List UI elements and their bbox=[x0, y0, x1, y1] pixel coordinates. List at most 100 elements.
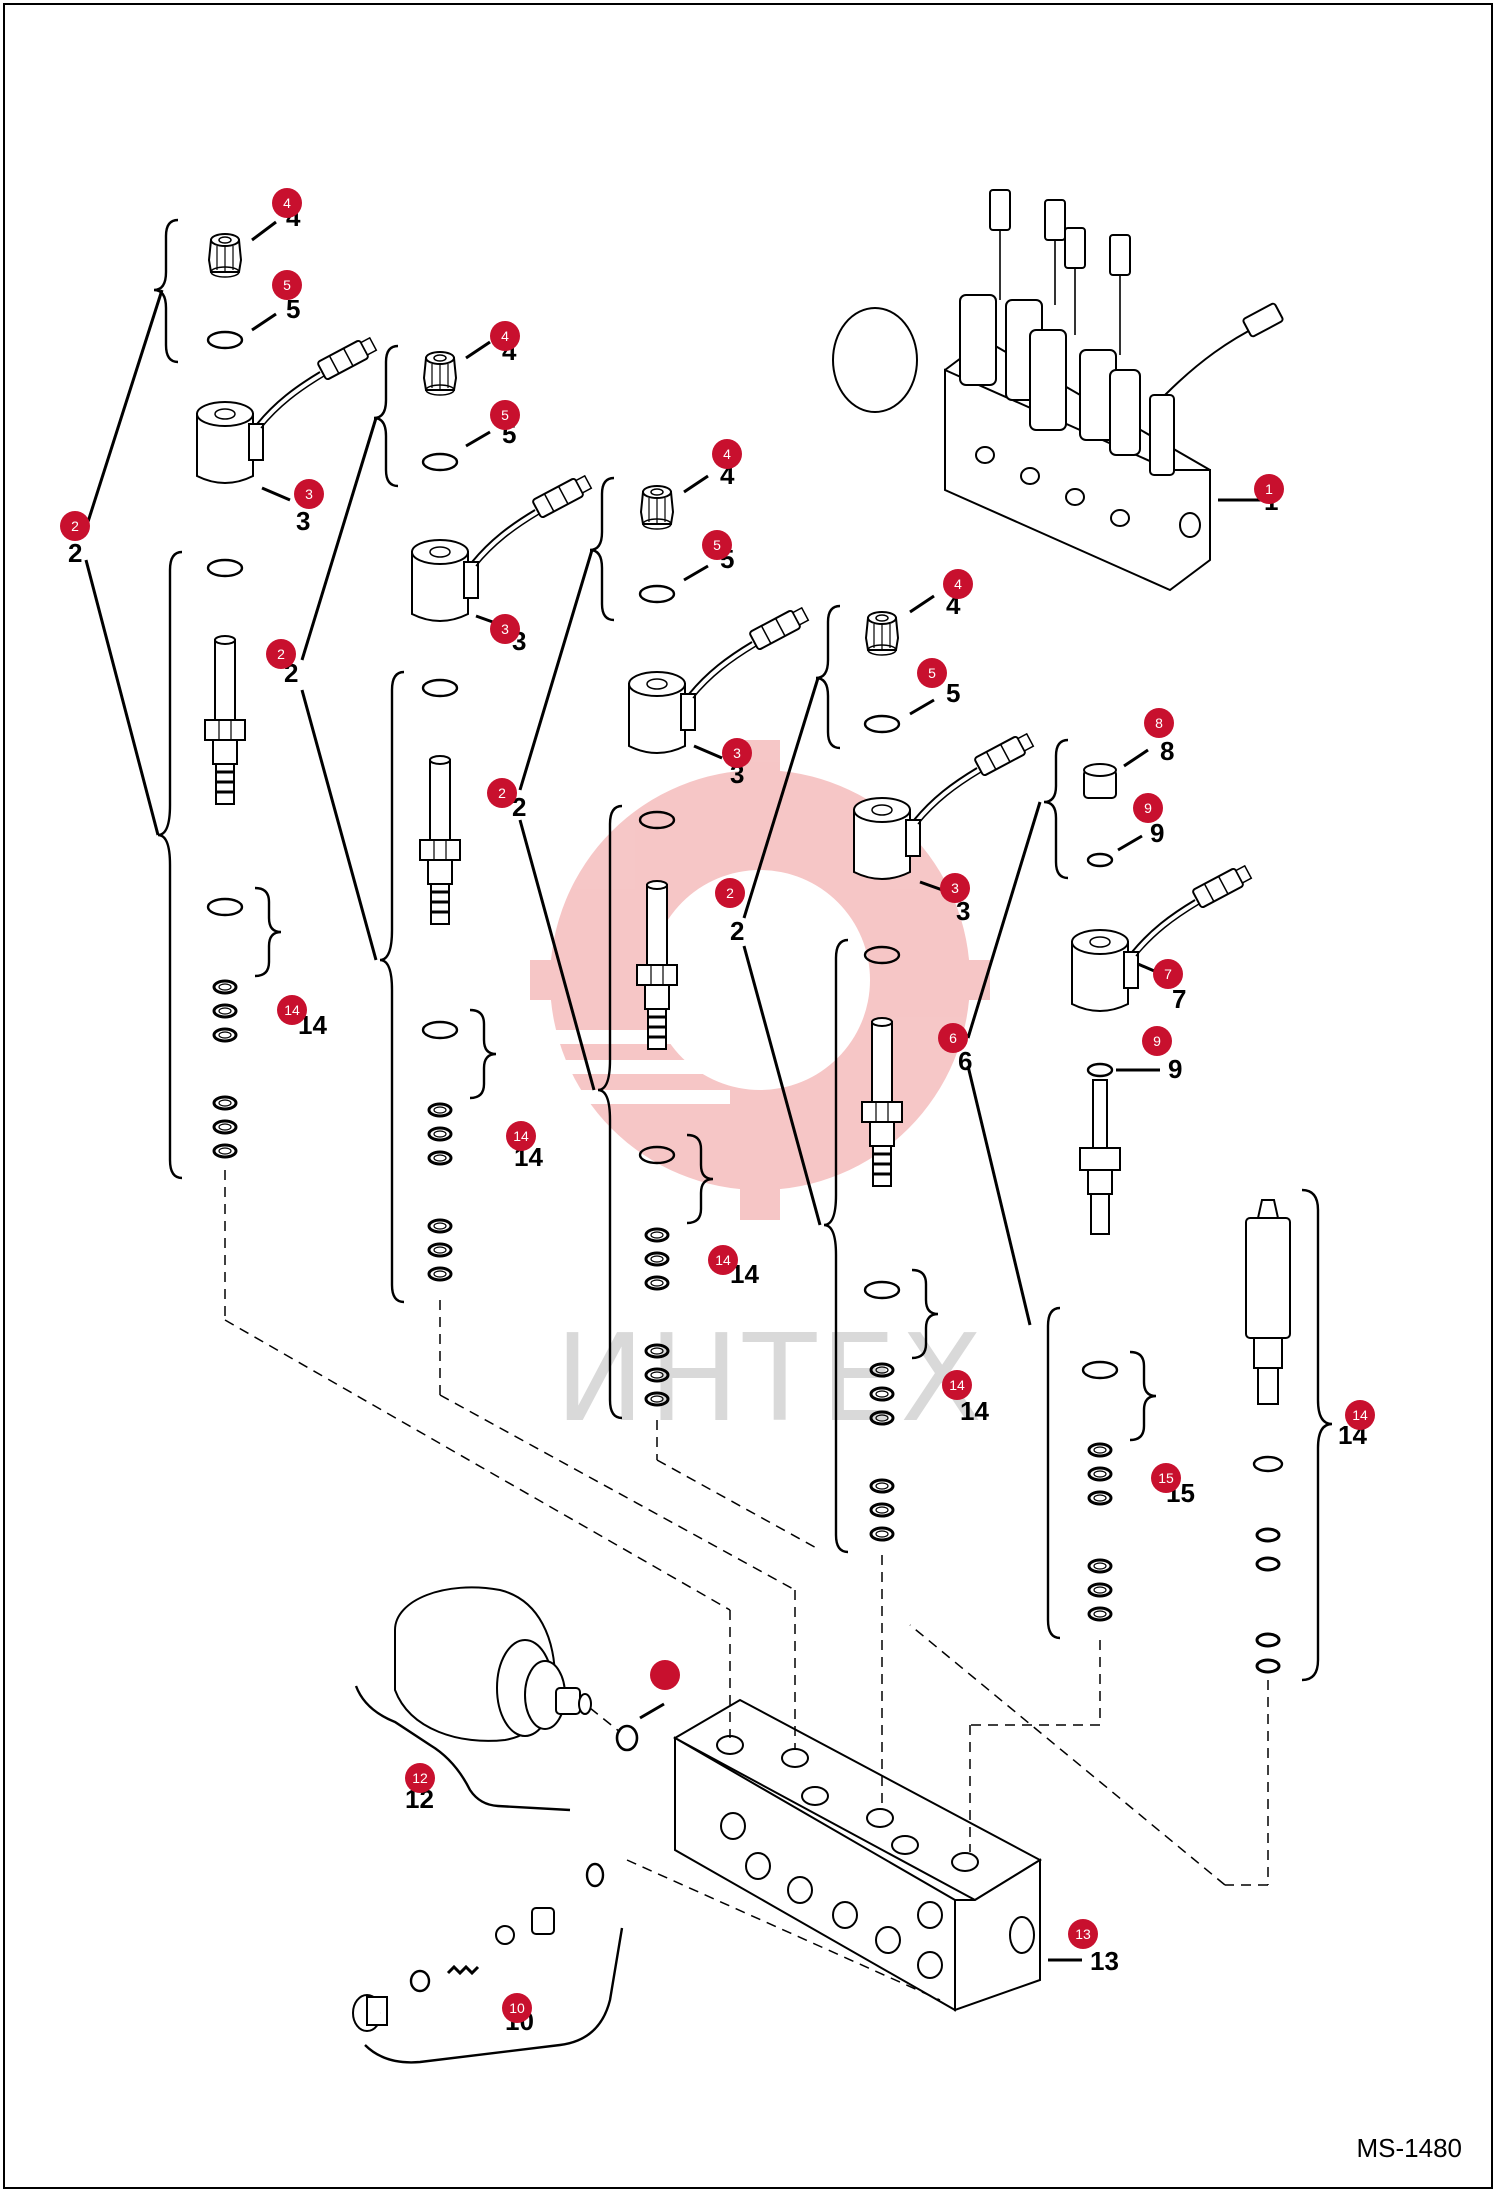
callout-label: 13 bbox=[1090, 1946, 1119, 1976]
bottom-manifold bbox=[672, 1698, 1043, 2012]
svg-text:14: 14 bbox=[513, 1128, 529, 1144]
svg-text:3: 3 bbox=[305, 486, 313, 502]
badge-14: 14 bbox=[708, 1245, 738, 1275]
callout-label: 9 bbox=[1168, 1054, 1182, 1084]
badge-1: 1 bbox=[1254, 474, 1284, 504]
callout-label: 9 bbox=[1150, 818, 1164, 848]
valve-column-1 bbox=[153, 218, 379, 1180]
badge-9: 9 bbox=[1142, 1026, 1172, 1056]
svg-text:14: 14 bbox=[1352, 1407, 1368, 1423]
svg-text:6: 6 bbox=[949, 1030, 957, 1046]
svg-text:2: 2 bbox=[71, 518, 79, 534]
svg-text:15: 15 bbox=[1158, 1470, 1174, 1486]
svg-text:2: 2 bbox=[726, 885, 734, 901]
badge-8: 8 bbox=[1144, 708, 1174, 738]
svg-text:12: 12 bbox=[412, 1770, 428, 1786]
svg-text:5: 5 bbox=[283, 277, 291, 293]
svg-text:4: 4 bbox=[723, 446, 731, 462]
svg-text:7: 7 bbox=[1164, 966, 1172, 982]
badge-2: 2 bbox=[60, 511, 90, 541]
valve-column-2 bbox=[373, 344, 594, 1304]
badge-5: 5 bbox=[917, 658, 947, 688]
badge-10: 10 bbox=[502, 1993, 532, 2023]
callout-label: 14 bbox=[960, 1396, 989, 1426]
callout-label: 2 bbox=[68, 538, 82, 568]
drawing-frame bbox=[3, 3, 1493, 2189]
badge-14: 14 bbox=[277, 995, 307, 1025]
svg-text:3: 3 bbox=[501, 621, 509, 637]
svg-text:9: 9 bbox=[1153, 1033, 1161, 1049]
alignment-lines bbox=[224, 1170, 1269, 2001]
drawing-code: MS-1480 bbox=[1356, 2133, 1463, 2163]
badge-14: 14 bbox=[506, 1121, 536, 1151]
svg-text:14: 14 bbox=[284, 1002, 300, 1018]
badge-3: 3 bbox=[294, 479, 324, 509]
badge-5: 5 bbox=[272, 270, 302, 300]
watermark-text: ИНТЕХ bbox=[555, 1310, 986, 1449]
accumulator bbox=[354, 1586, 592, 1812]
svg-text:2: 2 bbox=[498, 785, 506, 801]
svg-text:5: 5 bbox=[928, 665, 936, 681]
badge-2: 2 bbox=[487, 778, 517, 808]
callout-label: 3 bbox=[956, 896, 970, 926]
pressure-sensor-column bbox=[1245, 1188, 1333, 1682]
leader-lines-2 bbox=[300, 340, 505, 961]
badge-7: 7 bbox=[1153, 959, 1183, 989]
svg-text:4: 4 bbox=[501, 328, 509, 344]
callout-label: 2 bbox=[512, 792, 526, 822]
valve-column-5 bbox=[1043, 738, 1254, 1640]
callout-label: 5 bbox=[286, 294, 300, 324]
callout-label: 8 bbox=[1160, 736, 1174, 766]
badge-12: 13 bbox=[1068, 1919, 1098, 1949]
badge-4: 4 bbox=[490, 321, 520, 351]
callout-label: 3 bbox=[296, 506, 310, 536]
badge-15 bbox=[650, 1660, 680, 1690]
badge-14: 14 bbox=[942, 1370, 972, 1400]
svg-text:5: 5 bbox=[713, 537, 721, 553]
valve-column-4 bbox=[815, 604, 1036, 1554]
badge-5: 5 bbox=[702, 530, 732, 560]
svg-text:14: 14 bbox=[715, 1252, 731, 1268]
leader-lines-5 bbox=[966, 748, 1167, 1326]
badge-3: 3 bbox=[722, 738, 752, 768]
badge-4: 4 bbox=[272, 188, 302, 218]
badge-2: 2 bbox=[266, 639, 296, 669]
assembled-manifold bbox=[832, 189, 1284, 592]
svg-text:10: 10 bbox=[509, 2000, 525, 2016]
badge-11: 12 bbox=[405, 1763, 435, 1793]
svg-text:2: 2 bbox=[277, 646, 285, 662]
svg-text:3: 3 bbox=[733, 745, 741, 761]
callout-label: 2 bbox=[730, 916, 744, 946]
badge-6: 6 bbox=[938, 1023, 968, 1053]
badge-5: 5 bbox=[490, 400, 520, 430]
badge-13: 14 bbox=[1345, 1400, 1375, 1430]
callout-label: 7 bbox=[1172, 984, 1186, 1014]
svg-text:4: 4 bbox=[283, 195, 291, 211]
callout-label: 5 bbox=[946, 678, 960, 708]
valve-column-3 bbox=[589, 476, 811, 1420]
badge-2: 2 bbox=[715, 878, 745, 908]
callout-badges: 4 5 3 2 14 4 5 3 2 14 4 5 3 2 14 4 5 3 2… bbox=[60, 188, 1375, 2023]
leader-lines-misc bbox=[639, 498, 1262, 1962]
svg-text:3: 3 bbox=[951, 880, 959, 896]
svg-text:8: 8 bbox=[1155, 715, 1163, 731]
badge-4: 4 bbox=[712, 439, 742, 469]
leader-lines-1 bbox=[84, 220, 291, 836]
badge-3: 3 bbox=[490, 614, 520, 644]
callout-label: 6 bbox=[958, 1046, 972, 1076]
badge-3: 3 bbox=[940, 873, 970, 903]
leader-lines-4 bbox=[742, 594, 949, 1226]
svg-text:5: 5 bbox=[501, 407, 509, 423]
badge-14: 15 bbox=[1151, 1463, 1181, 1493]
svg-text:14: 14 bbox=[949, 1377, 965, 1393]
check-valve-kit bbox=[352, 1862, 624, 2064]
badge-9: 9 bbox=[1133, 793, 1163, 823]
svg-text:9: 9 bbox=[1144, 800, 1152, 816]
svg-text:1: 1 bbox=[1265, 481, 1273, 497]
o-ring-15 bbox=[615, 1724, 639, 1752]
leader-lines-3 bbox=[518, 474, 723, 1091]
svg-text:13: 13 bbox=[1075, 1926, 1091, 1942]
svg-text:4: 4 bbox=[954, 576, 962, 592]
badge-4: 4 bbox=[943, 569, 973, 599]
